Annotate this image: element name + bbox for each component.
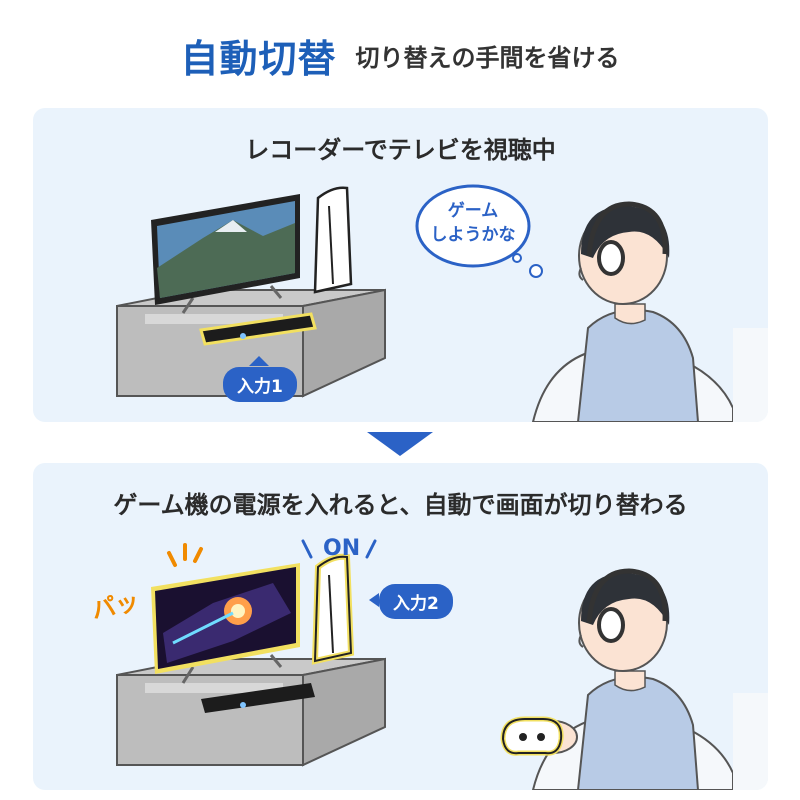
person-headphones-icon <box>531 201 768 422</box>
input-2-badge: 入力2 <box>379 584 453 619</box>
input-1-badge: 入力1 <box>223 367 297 402</box>
switcher-box-icon <box>201 683 315 713</box>
on-marks-icon <box>301 539 377 559</box>
auto-switch-illustration <box>116 539 768 790</box>
speech-bubble-text: ゲーム しようかな <box>418 199 528 247</box>
page-title: 自動切替 <box>180 37 337 81</box>
speech-line-2: しようかな <box>430 225 516 245</box>
tv-stand-icon <box>116 657 386 767</box>
speech-line-1: ゲーム <box>447 201 499 221</box>
header: 自動切替 切り替えの手間を省ける <box>0 28 800 88</box>
flash-lines-icon <box>167 543 203 567</box>
page-subtitle: 切り替えの手間を省ける <box>355 44 620 72</box>
panel-recorder-viewing: レコーダーでテレビを視聴中 <box>33 108 768 422</box>
tv-game-screen-icon <box>151 563 300 684</box>
switcher-box-icon <box>199 312 317 346</box>
recorder-viewing-illustration <box>116 184 768 422</box>
panel-top-caption: レコーダーでテレビを視聴中 <box>245 136 556 164</box>
speech-bubble-icon <box>415 184 543 278</box>
panel-bottom-caption: ゲーム機の電源を入れると、自動で画面が切り替わる <box>113 491 688 519</box>
game-console-on-icon <box>311 553 355 665</box>
arrow-down-icon <box>367 432 433 456</box>
person-gaming-icon <box>500 568 768 790</box>
panel-auto-switch: ゲーム機の電源を入れると、自動で画面が切り替わる <box>33 463 768 790</box>
on-label: ON <box>323 536 361 561</box>
game-console-icon <box>313 186 353 294</box>
tv-icon <box>151 194 300 314</box>
badge-pointer-icon <box>369 593 379 607</box>
badge-pointer-icon <box>249 356 269 366</box>
